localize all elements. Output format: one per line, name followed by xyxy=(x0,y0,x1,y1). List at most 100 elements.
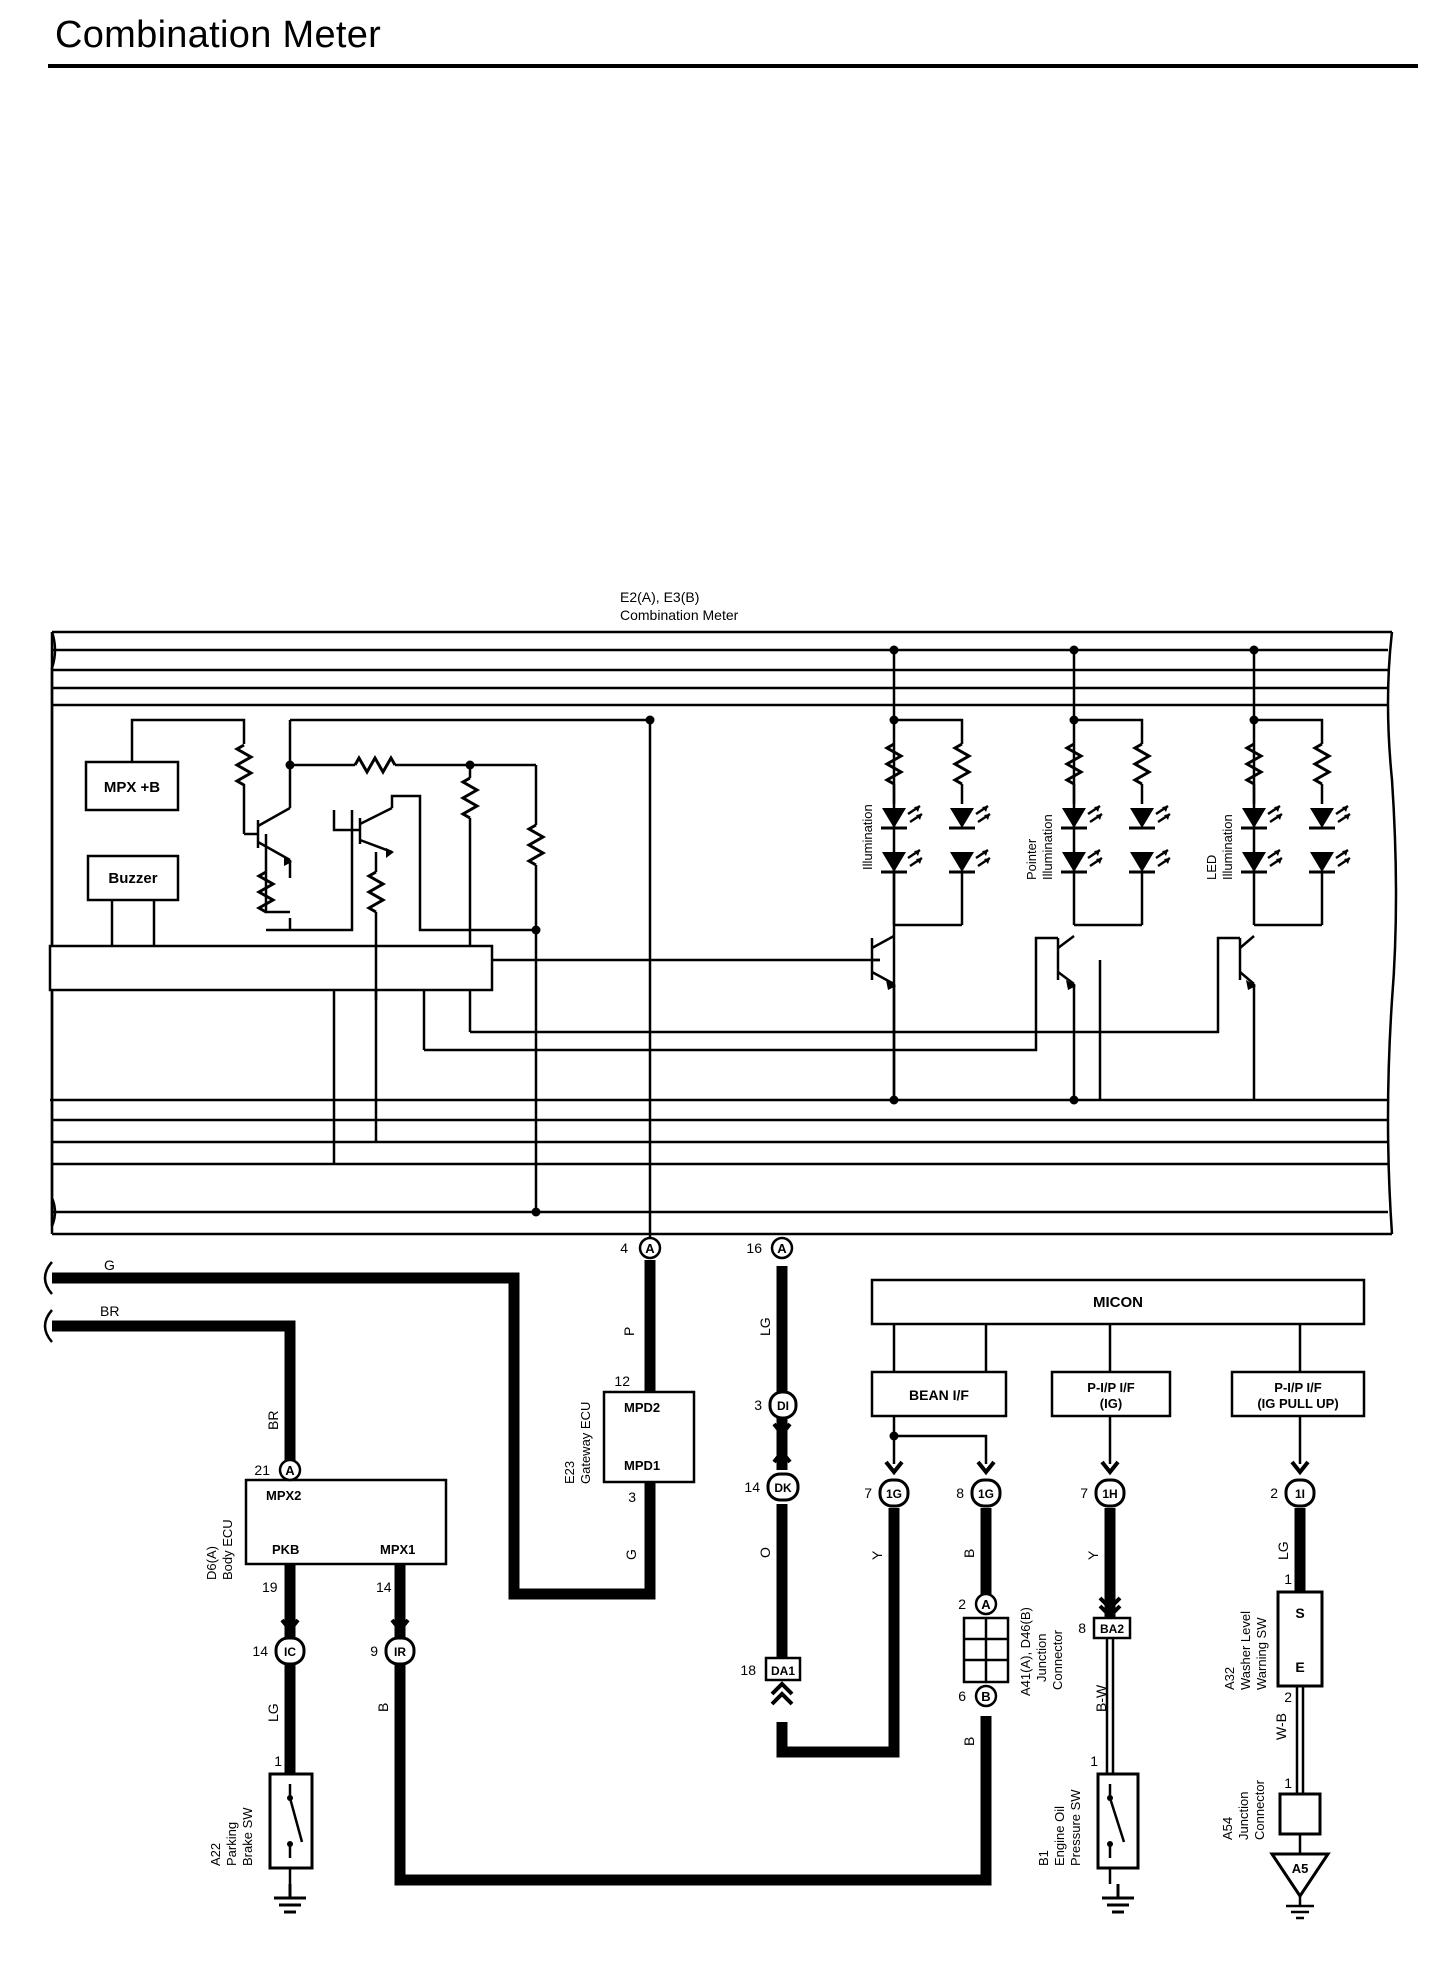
body-ecu-conn21: A xyxy=(285,1463,295,1478)
svg-text:Connector: Connector xyxy=(1050,1629,1065,1690)
svg-text:2: 2 xyxy=(958,1596,966,1612)
body-ecu-name: Body ECU xyxy=(220,1519,235,1580)
wire-color-b-body: B xyxy=(375,1703,391,1712)
illumination-label-3b: Illumination xyxy=(1220,814,1235,880)
body-ecu-pkb: PKB xyxy=(272,1542,299,1557)
ground-a5: A5 xyxy=(1269,1852,1331,1920)
parking-brake-switch: 1 A22 Parking Brake SW xyxy=(208,1753,314,1870)
wire-color-o: O xyxy=(757,1547,773,1558)
svg-text:18: 18 xyxy=(740,1662,756,1678)
pip-ig-label-2: (IG) xyxy=(1100,1396,1122,1411)
svg-text:A: A xyxy=(981,1597,991,1612)
harness-wires xyxy=(52,1260,1306,1886)
illumination-label-3a: LED xyxy=(1204,855,1219,880)
wire-color-b1: B xyxy=(961,1549,977,1558)
connector-1g-7: 1G 7 xyxy=(864,1478,910,1508)
gateway-pin12: 12 xyxy=(614,1373,630,1389)
junction-a54: 1 A54 Junction Connector xyxy=(1220,1775,1322,1840)
svg-text:B: B xyxy=(981,1689,990,1704)
body-ecu-pin19: 19 xyxy=(262,1579,278,1595)
buzzer-block xyxy=(86,854,180,902)
svg-text:1: 1 xyxy=(1284,1571,1292,1587)
svg-text:1: 1 xyxy=(274,1753,282,1769)
connector-ic: IC 14 xyxy=(252,1636,306,1666)
svg-text:A22: A22 xyxy=(208,1843,223,1866)
mpx-b-label: MPX +B xyxy=(104,779,160,796)
svg-text:3: 3 xyxy=(754,1397,762,1413)
svg-text:1G: 1G xyxy=(978,1487,994,1501)
wire-color-lg-meter: LG xyxy=(757,1317,773,1336)
micon-label: MICON xyxy=(1093,1294,1143,1311)
wire-color-br-body: BR xyxy=(265,1411,281,1430)
svg-text:1G: 1G xyxy=(886,1487,902,1501)
svg-text:8: 8 xyxy=(956,1485,964,1501)
gateway-pin3: 3 xyxy=(628,1489,636,1505)
svg-text:Junction: Junction xyxy=(1034,1634,1049,1682)
body-ecu-mpx1: MPX1 xyxy=(380,1542,415,1557)
bean-if-label: BEAN I/F xyxy=(909,1387,969,1403)
svg-text:9: 9 xyxy=(370,1643,378,1659)
wire-color-g-in: G xyxy=(104,1257,115,1273)
svg-text:Warning SW: Warning SW xyxy=(1254,1617,1269,1690)
svg-text:7: 7 xyxy=(1080,1485,1088,1501)
svg-text:IR: IR xyxy=(394,1645,406,1659)
meter-label-line1: E2(A), E3(B) xyxy=(620,589,699,605)
meter-pin-4: A 4 xyxy=(620,1236,662,1260)
svg-text:14: 14 xyxy=(252,1643,268,1659)
wire-color-lg-washer: LG xyxy=(1275,1541,1291,1560)
svg-text:B1: B1 xyxy=(1036,1850,1051,1866)
svg-text:1H: 1H xyxy=(1102,1487,1117,1501)
wire-color-b-jc: B xyxy=(961,1737,977,1746)
gateway-name: Gateway ECU xyxy=(578,1402,593,1484)
svg-text:A5: A5 xyxy=(1292,1861,1309,1876)
svg-text:IC: IC xyxy=(284,1645,296,1659)
svg-text:A54: A54 xyxy=(1220,1817,1235,1840)
meter-label-line2: Combination Meter xyxy=(620,607,739,623)
gateway-mpd1: MPD1 xyxy=(624,1458,660,1473)
wire-color-y1: Y xyxy=(869,1550,885,1560)
connector-dk: DK 14 xyxy=(744,1472,800,1502)
svg-text:1: 1 xyxy=(1090,1753,1098,1769)
illumination-group-2 xyxy=(1056,650,1144,1100)
buzzer-label: Buzzer xyxy=(108,870,157,887)
pip-up-label-2: (IG PULL UP) xyxy=(1257,1396,1338,1411)
body-ecu-code: D6(A) xyxy=(204,1546,219,1580)
wire-color-bw: B-W xyxy=(1093,1684,1109,1712)
svg-text:A: A xyxy=(777,1241,787,1256)
illumination-label-2a: Pointer xyxy=(1024,838,1039,880)
svg-text:Pressure SW: Pressure SW xyxy=(1068,1789,1083,1866)
connector-ba2: BA2 8 xyxy=(1078,1616,1132,1640)
svg-text:2: 2 xyxy=(1270,1485,1278,1501)
pip-up-label-1: P-I/P I/F xyxy=(1274,1380,1321,1395)
svg-text:Brake SW: Brake SW xyxy=(240,1807,255,1866)
svg-text:A32: A32 xyxy=(1222,1667,1237,1690)
junction-a41: A 2 B 6 A41(A), D46(B) Junction Connecto… xyxy=(958,1592,1065,1708)
svg-text:Engine Oil: Engine Oil xyxy=(1052,1806,1067,1866)
micon-block xyxy=(870,1278,1366,1326)
svg-text:DK: DK xyxy=(774,1481,792,1495)
illumination-label-1: Illumination xyxy=(860,804,875,870)
connector-1i: 1I 2 xyxy=(1270,1478,1316,1508)
connector-ir: IR 9 xyxy=(370,1636,416,1666)
wire-color-br-in: BR xyxy=(100,1303,119,1319)
svg-text:Connector: Connector xyxy=(1252,1779,1267,1840)
meter-driver-network xyxy=(130,718,1240,1248)
svg-text:A: A xyxy=(645,1241,655,1256)
body-ecu-pin14: 14 xyxy=(376,1579,392,1595)
svg-text:BA2: BA2 xyxy=(1100,1622,1124,1636)
svg-text:4: 4 xyxy=(620,1240,628,1256)
svg-text:6: 6 xyxy=(958,1688,966,1704)
svg-text:14: 14 xyxy=(744,1479,760,1495)
svg-text:1: 1 xyxy=(1284,1775,1292,1791)
svg-text:S: S xyxy=(1295,1605,1304,1621)
gateway-ecu-block xyxy=(602,1390,696,1484)
pip-ig-label-1: P-I/P I/F xyxy=(1087,1380,1134,1395)
body-ecu-mpx2: MPX2 xyxy=(266,1488,301,1503)
illumination-label-2b: Illumination xyxy=(1040,814,1055,880)
meter-pin-16: A 16 xyxy=(746,1236,794,1260)
svg-text:7: 7 xyxy=(864,1485,872,1501)
connector-1h: 1H 7 xyxy=(1080,1478,1126,1508)
body-ecu-pin21: 21 xyxy=(254,1462,270,1478)
bean-if-block xyxy=(870,1370,1008,1418)
combination-meter-box xyxy=(48,630,1398,1236)
